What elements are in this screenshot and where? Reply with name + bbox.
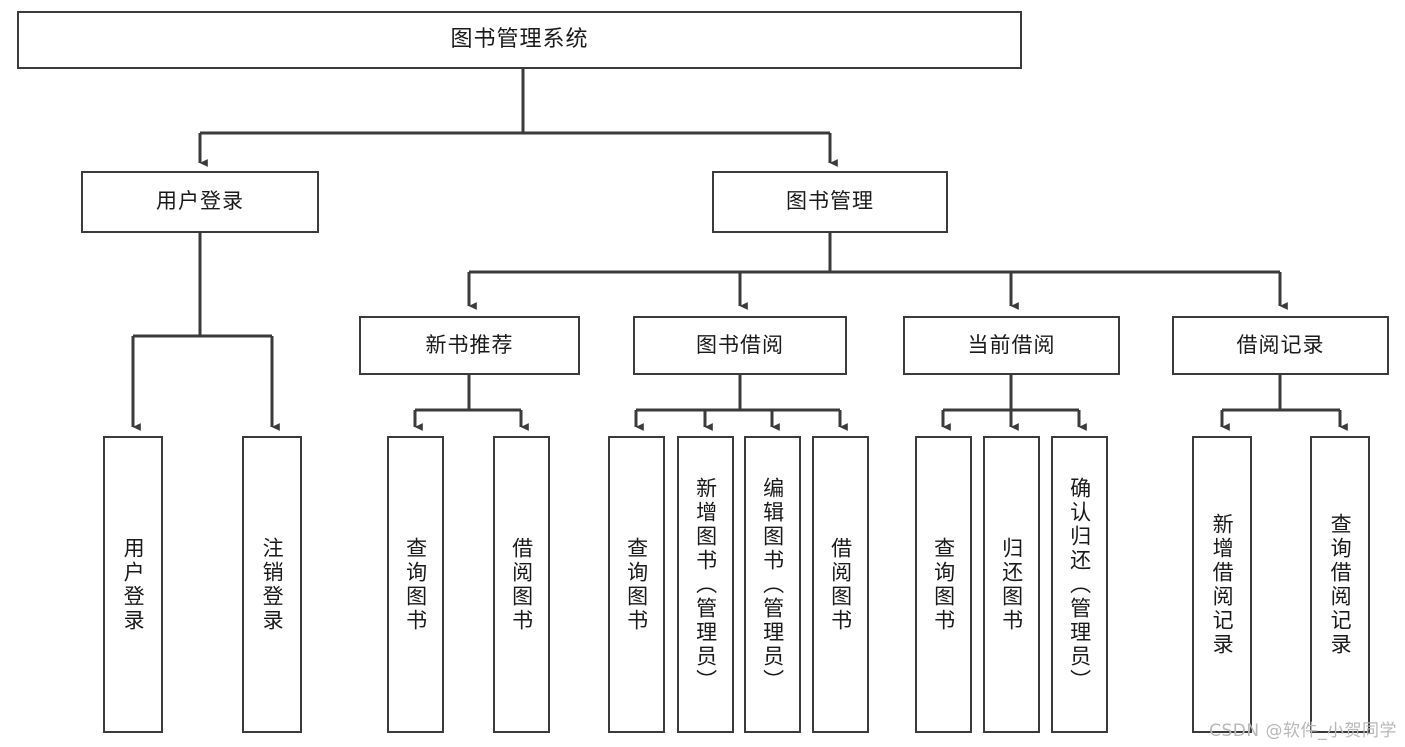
leaf-borrow-record-add[interactable]: 新增借阅记录 bbox=[1192, 436, 1252, 733]
leaf-book-borrow-borrow[interactable]: 借阅图书 bbox=[812, 436, 869, 733]
watermark: CSDN @软件_小贺同学 bbox=[1209, 721, 1397, 741]
node-label: 新增图书（管理员） bbox=[693, 476, 718, 693]
leaf-new-book-query[interactable]: 查询图书 bbox=[387, 436, 444, 733]
leaf-user-login-logout[interactable]: 注销登录 bbox=[242, 436, 302, 733]
leaf-new-book-borrow[interactable]: 借阅图书 bbox=[493, 436, 550, 733]
node-label: 注销登录 bbox=[260, 536, 285, 633]
node-label: 查询借阅记录 bbox=[1328, 512, 1353, 657]
node-user-login[interactable]: 用户登录 bbox=[81, 171, 319, 233]
leaf-current-borrow-return[interactable]: 归还图书 bbox=[983, 436, 1040, 733]
node-label: 新书推荐 bbox=[425, 332, 514, 357]
node-label: 用户登录 bbox=[121, 536, 146, 633]
node-label: 查询图书 bbox=[931, 536, 956, 633]
node-book-management[interactable]: 图书管理 bbox=[712, 171, 948, 233]
leaf-borrow-record-query[interactable]: 查询借阅记录 bbox=[1310, 436, 1370, 733]
node-label: 当前借阅 bbox=[967, 332, 1056, 357]
leaf-current-borrow-confirm[interactable]: 确认归还（管理员） bbox=[1051, 436, 1108, 733]
node-label: 图书管理系统 bbox=[450, 26, 589, 52]
node-label: 查询图书 bbox=[624, 536, 649, 633]
leaf-book-borrow-query[interactable]: 查询图书 bbox=[608, 436, 665, 733]
node-label: 图书借阅 bbox=[696, 332, 784, 357]
leaf-user-login-login[interactable]: 用户登录 bbox=[103, 436, 163, 733]
node-borrow-record[interactable]: 借阅记录 bbox=[1172, 316, 1389, 375]
node-label: 确认归还（管理员） bbox=[1067, 476, 1092, 693]
node-label: 借阅图书 bbox=[509, 536, 534, 633]
leaf-current-borrow-query[interactable]: 查询图书 bbox=[915, 436, 972, 733]
node-label: 归还图书 bbox=[999, 536, 1024, 633]
node-current-borrow[interactable]: 当前借阅 bbox=[903, 316, 1120, 375]
node-root-system[interactable]: 图书管理系统 bbox=[17, 11, 1022, 69]
leaf-book-borrow-add[interactable]: 新增图书（管理员） bbox=[677, 436, 734, 733]
node-book-borrow[interactable]: 图书借阅 bbox=[633, 316, 847, 375]
node-label: 用户登录 bbox=[156, 189, 244, 214]
node-label: 查询图书 bbox=[403, 536, 428, 633]
node-label: 新增借阅记录 bbox=[1210, 512, 1235, 657]
node-label: 图书管理 bbox=[786, 189, 874, 214]
node-new-book-recommend[interactable]: 新书推荐 bbox=[359, 316, 580, 375]
leaf-book-borrow-edit[interactable]: 编辑图书（管理员） bbox=[744, 436, 801, 733]
node-label: 借阅图书 bbox=[828, 536, 853, 633]
node-label: 借阅记录 bbox=[1236, 332, 1325, 357]
node-label: 编辑图书（管理员） bbox=[760, 476, 785, 693]
